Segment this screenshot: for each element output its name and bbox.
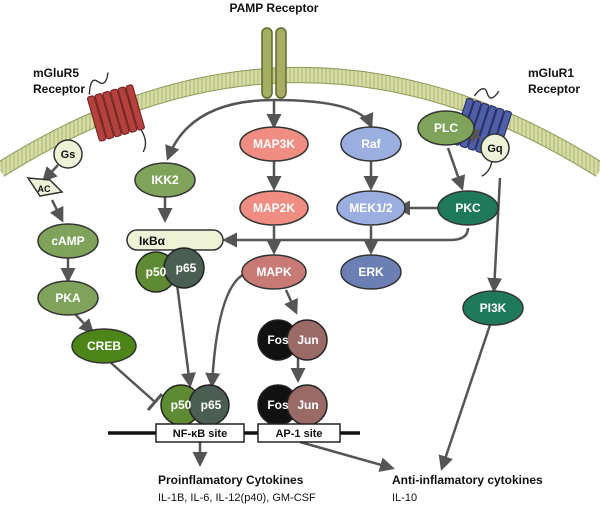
jun-bottom-label: Jun bbox=[297, 398, 318, 412]
ac-node: AC bbox=[26, 177, 64, 197]
pamp-receptor-label: PAMP Receptor bbox=[230, 1, 319, 15]
gq-protein-node: Gq bbox=[480, 133, 510, 163]
map2k-node: MAP2K bbox=[239, 190, 309, 226]
antiinflammatory-list: IL-10 bbox=[392, 492, 417, 504]
mglur5-label-line1: mGluR5 bbox=[33, 66, 79, 80]
erk-node: ERK bbox=[340, 254, 402, 290]
p65-bottom-label: p65 bbox=[201, 398, 222, 412]
p65-top-label: p65 bbox=[176, 261, 197, 275]
mglur1-label-line2: Receptor bbox=[528, 82, 580, 96]
pkc-label: PKC bbox=[455, 201, 481, 215]
antiinflammatory-title: Anti-inflamatory cytokines bbox=[392, 473, 543, 487]
pamp-receptor bbox=[261, 27, 287, 99]
gq-label: Gq bbox=[487, 143, 502, 155]
gs-protein-node: Gs bbox=[53, 139, 83, 169]
raf-node: Raf bbox=[340, 126, 402, 162]
map2k-label: MAP2K bbox=[253, 201, 295, 215]
nfkb-site-box: NF-κB site bbox=[155, 423, 245, 443]
ap1-site-box: AP-1 site bbox=[257, 423, 341, 443]
camp-label: cAMP bbox=[51, 234, 84, 248]
fos-bottom-label: Fos bbox=[267, 398, 289, 412]
fos-top-label: Fos bbox=[267, 333, 289, 347]
nfkb-site-label: NF-κB site bbox=[173, 428, 227, 440]
map3k-node: MAP3K bbox=[239, 126, 309, 162]
creb-node: CREB bbox=[71, 328, 137, 364]
p50-bottom-label: p50 bbox=[171, 398, 192, 412]
mek12-label: MEK1/2 bbox=[349, 201, 393, 215]
pka-node: PKA bbox=[37, 280, 99, 316]
raf-label: Raf bbox=[361, 137, 381, 151]
nfkb-complex-cytoplasm: p50 p65 bbox=[135, 247, 205, 293]
ap1-site-label: AP-1 site bbox=[275, 428, 322, 440]
pi3k-label: PI3K bbox=[480, 301, 507, 315]
camp-node: cAMP bbox=[37, 223, 99, 259]
mglur5-label-line2: Receptor bbox=[33, 82, 85, 96]
gs-label: Gs bbox=[61, 149, 76, 161]
mapk-label: MAPK bbox=[256, 265, 292, 279]
creb-label: CREB bbox=[87, 339, 121, 353]
map3k-label: MAP3K bbox=[253, 137, 295, 151]
pi3k-node: PI3K bbox=[462, 290, 524, 326]
mek12-node: MEK1/2 bbox=[336, 190, 406, 226]
proinflammatory-list: IL-1B, IL-6, IL-12(p40), GM-CSF bbox=[158, 492, 316, 504]
ap1-complex-cytoplasm: Fos Jun bbox=[257, 319, 328, 361]
pka-label: PKA bbox=[55, 291, 81, 305]
nfkb-complex-nucleus: p50 p65 bbox=[160, 384, 230, 426]
cell-membrane bbox=[0, 67, 600, 177]
erk-label: ERK bbox=[358, 265, 384, 279]
pkc-node: PKC bbox=[437, 190, 499, 226]
plc-node: PLC bbox=[417, 110, 475, 146]
creb-inhibition-bar bbox=[146, 393, 164, 411]
jun-top-label: Jun bbox=[297, 333, 318, 347]
ikba-label: IκBα bbox=[139, 234, 166, 248]
ikk2-label: IKK2 bbox=[151, 173, 179, 187]
pathway-arrows bbox=[41, 98, 503, 472]
ac-label: AC bbox=[38, 184, 51, 194]
ikk2-node: IKK2 bbox=[134, 162, 196, 198]
proinflammatory-title: Proinflamatory Cytokines bbox=[158, 473, 304, 487]
ikba-node: IκBα bbox=[126, 229, 224, 251]
mapk-node: MAPK bbox=[241, 254, 307, 290]
plc-label: PLC bbox=[434, 121, 458, 135]
mglur1-label-line1: mGluR1 bbox=[528, 66, 574, 80]
mglur5-receptor bbox=[86, 72, 147, 153]
ap1-complex-nucleus: Fos Jun bbox=[257, 384, 328, 426]
p50-top-label: p50 bbox=[146, 265, 167, 279]
